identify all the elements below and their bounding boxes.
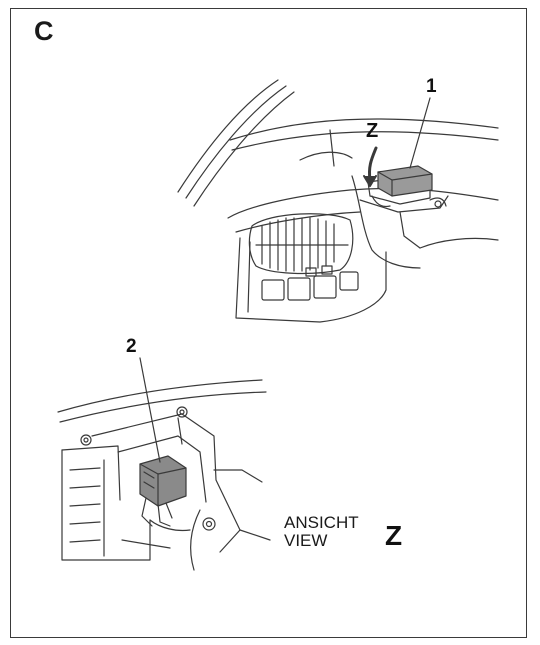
- callout-z: Z: [366, 120, 379, 142]
- panel-letter: C: [34, 16, 54, 46]
- dashboard-overview: [177, 79, 499, 323]
- view-caption-line1: ANSICHT: [284, 513, 359, 532]
- detail-view-z: [57, 357, 271, 571]
- callout-2: 2: [126, 336, 137, 357]
- view-caption-line2: VIEW: [284, 531, 328, 550]
- callout-1: 1: [426, 76, 437, 97]
- view-caption: ANSICHT VIEW: [284, 514, 359, 550]
- view-letter: Z: [385, 520, 403, 551]
